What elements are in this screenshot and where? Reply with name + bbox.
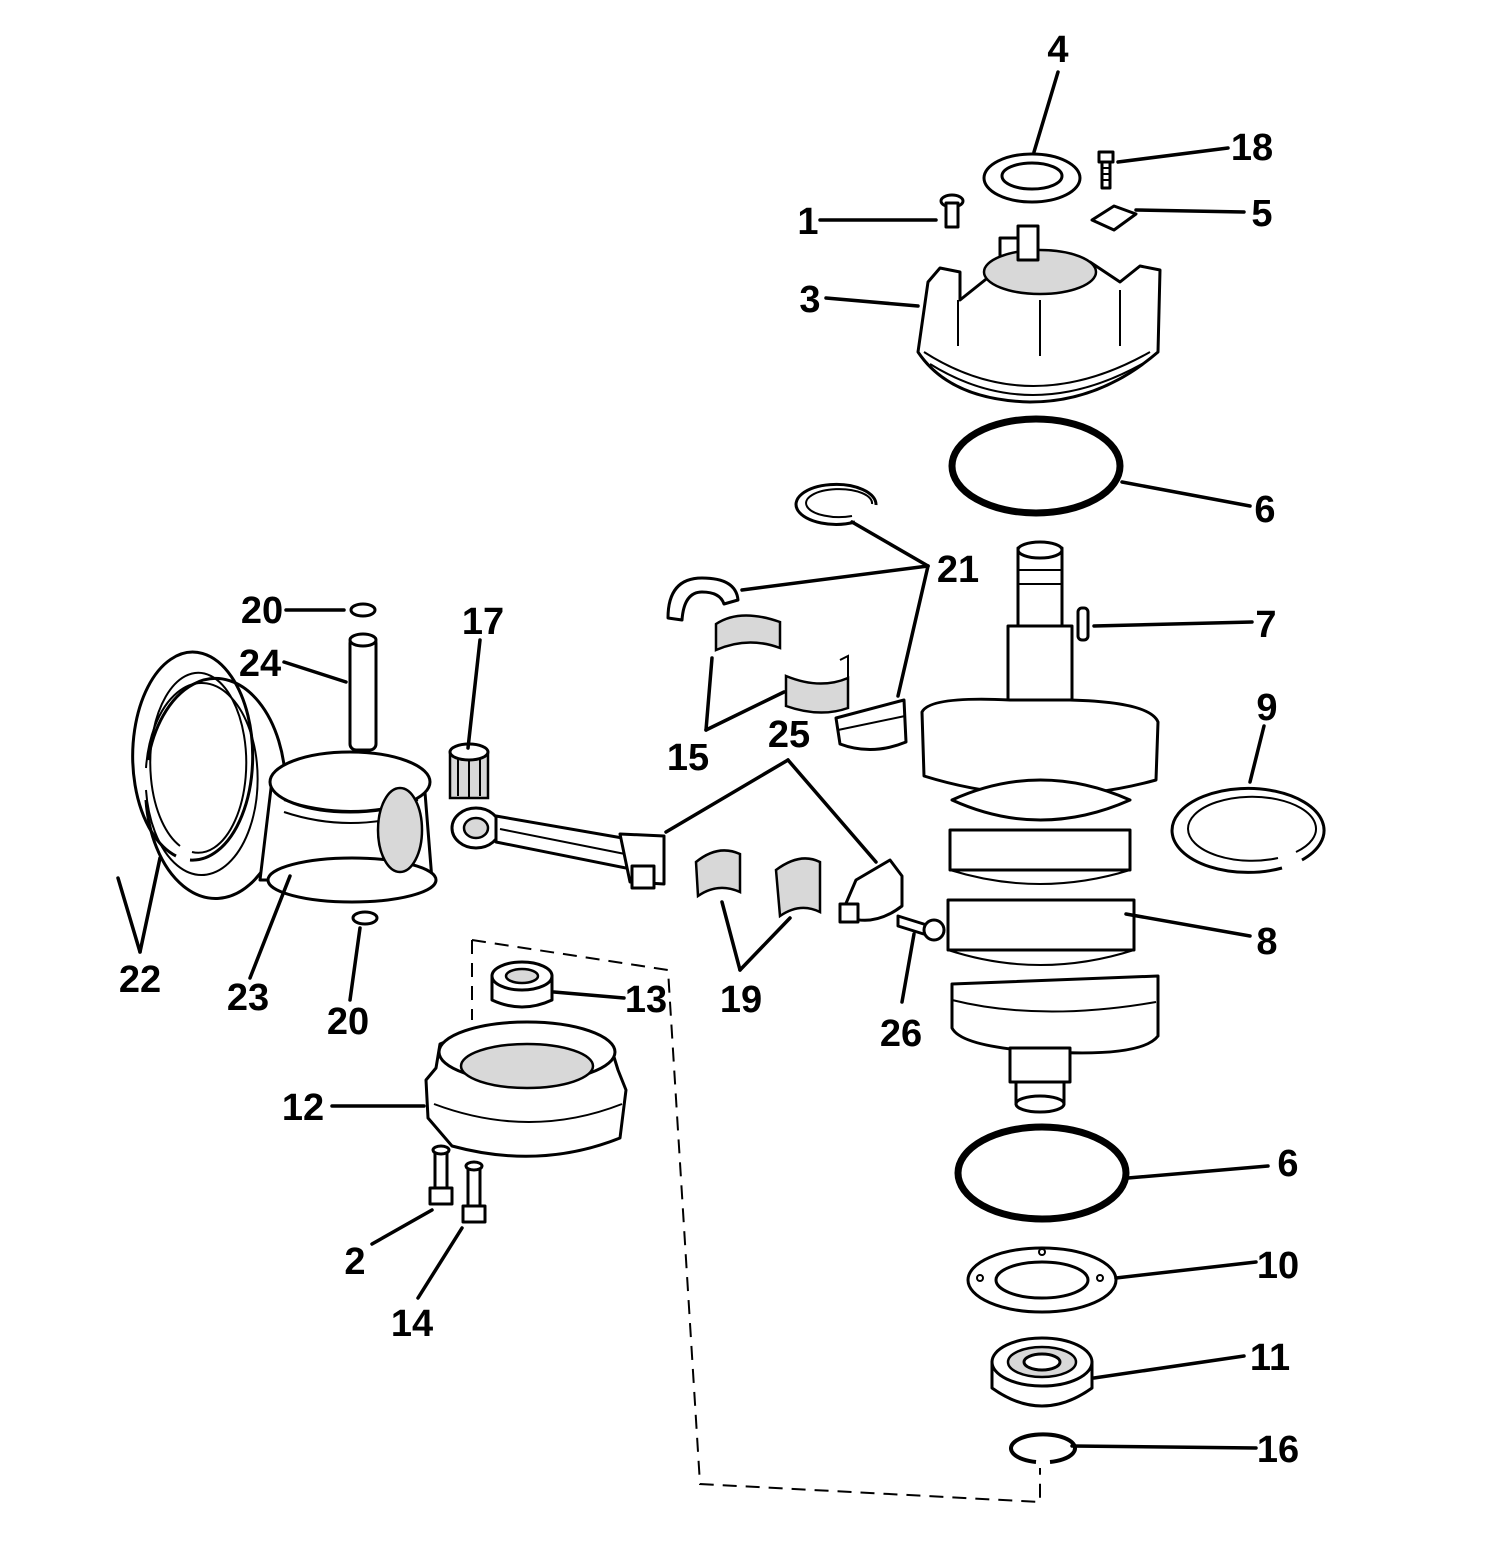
part-18-screw bbox=[1097, 150, 1115, 190]
callout-22: 22 bbox=[119, 959, 161, 1001]
callout-20-top: 20 bbox=[241, 590, 283, 632]
callout-5: 5 bbox=[1251, 193, 1272, 235]
part-15-roller-bearing-halves bbox=[714, 614, 850, 714]
part-20-retainer-bottom bbox=[351, 910, 379, 926]
part-3-upper-housing bbox=[916, 224, 1162, 404]
part-23-piston bbox=[258, 750, 438, 904]
callout-3: 3 bbox=[799, 279, 820, 321]
callout-21: 21 bbox=[937, 549, 979, 591]
callout-16: 16 bbox=[1257, 1429, 1299, 1471]
callout-13: 13 bbox=[625, 979, 667, 1021]
callout-18: 18 bbox=[1231, 127, 1273, 169]
callout-6-lower: 6 bbox=[1277, 1143, 1298, 1185]
part-12-lower-housing bbox=[424, 1020, 628, 1158]
callout-9: 9 bbox=[1256, 687, 1277, 729]
part-5-key bbox=[1090, 204, 1138, 232]
callout-24: 24 bbox=[239, 643, 281, 685]
part-19-roller-bearing-halves bbox=[694, 849, 822, 919]
part-25-rod-cap bbox=[838, 858, 904, 924]
part-17-needle-bearing bbox=[448, 742, 490, 800]
part-25-connecting-rod bbox=[450, 806, 666, 890]
callout-19: 19 bbox=[720, 979, 762, 1021]
part-6-upper-o-ring bbox=[948, 415, 1124, 517]
part-26-rod-bolt bbox=[896, 914, 946, 942]
callout-17: 17 bbox=[462, 601, 504, 643]
callout-1: 1 bbox=[797, 201, 818, 243]
callout-26: 26 bbox=[880, 1013, 922, 1055]
callout-labels: 1 2 3 4 5 6 6 7 8 9 10 11 12 13 14 15 16… bbox=[119, 29, 1299, 1471]
callout-6-upper: 6 bbox=[1254, 489, 1275, 531]
part-13-seal bbox=[490, 960, 554, 1009]
callout-7: 7 bbox=[1255, 604, 1276, 646]
callout-4: 4 bbox=[1047, 29, 1068, 71]
part-9-ring bbox=[1170, 786, 1326, 874]
callout-14: 14 bbox=[391, 1303, 433, 1345]
assembly-dashed-line bbox=[471, 939, 1041, 1504]
part-4-washer bbox=[982, 152, 1082, 204]
callout-11: 11 bbox=[1250, 1337, 1290, 1379]
part-14-screw bbox=[461, 1160, 487, 1224]
callout-25: 25 bbox=[768, 714, 810, 756]
callout-10: 10 bbox=[1257, 1245, 1299, 1287]
part-11-ball-bearing bbox=[990, 1336, 1094, 1408]
part-20-retainer-top bbox=[349, 602, 377, 618]
part-21-retaining-ring bbox=[794, 482, 878, 526]
part-7-key bbox=[1076, 606, 1090, 642]
callout-23: 23 bbox=[227, 977, 269, 1019]
callout-2: 2 bbox=[344, 1241, 365, 1283]
part-1-bolt bbox=[939, 193, 965, 229]
part-21-bearing-race-upper bbox=[666, 576, 740, 622]
part-8-crankshaft bbox=[920, 540, 1160, 1114]
part-2-screw bbox=[428, 1144, 454, 1206]
callout-12: 12 bbox=[282, 1087, 324, 1129]
part-10-gasket bbox=[966, 1246, 1118, 1314]
callout-15: 15 bbox=[667, 737, 709, 779]
part-21-bearing-race-lower bbox=[834, 698, 908, 752]
part-24-piston-pin bbox=[348, 632, 378, 752]
callout-20-bottom: 20 bbox=[327, 1001, 369, 1043]
callout-8: 8 bbox=[1256, 921, 1277, 963]
leader-lines bbox=[116, 70, 1270, 1450]
part-6-lower-o-ring bbox=[954, 1123, 1130, 1223]
part-16-snap-ring bbox=[1009, 1432, 1077, 1464]
